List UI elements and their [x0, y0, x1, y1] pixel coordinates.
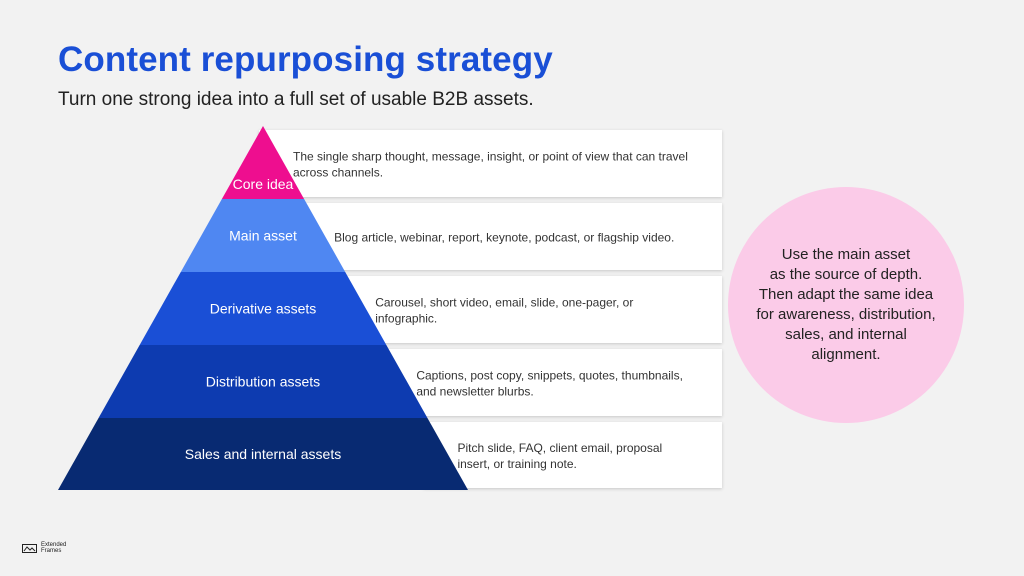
tier-description: and newsletter blurbs. — [416, 385, 533, 399]
description-box — [423, 422, 722, 488]
description-box — [382, 349, 722, 416]
pyramid-tier — [58, 418, 468, 490]
tier-description: Pitch slide, FAQ, client email, proposal — [457, 441, 662, 455]
tier-description: insert, or training note. — [457, 457, 576, 471]
pyramid-tier — [221, 126, 305, 199]
pyramid-tier — [180, 199, 346, 272]
slide-title: Content repurposing strategy — [58, 40, 553, 79]
logo: Extended Frames — [22, 542, 66, 554]
tier-description: Captions, post copy, snippets, quotes, t… — [416, 369, 683, 383]
frame-icon — [22, 543, 37, 553]
tier-description: across channels. — [293, 166, 383, 180]
description-box — [259, 130, 722, 197]
logo-text: Extended Frames — [41, 542, 67, 554]
tier-description: The single sharp thought, message, insig… — [293, 150, 688, 164]
callout-text: Use the main asset as the source of dept… — [756, 246, 936, 363]
tier-label: Distribution assets — [206, 374, 320, 390]
description-box — [341, 276, 722, 343]
pyramid-tier — [139, 272, 387, 345]
pyramid-tier — [98, 345, 428, 418]
tier-label: Core idea — [233, 176, 294, 192]
tier-label: Derivative assets — [210, 301, 317, 317]
slide-subtitle: Turn one strong idea into a full set of … — [58, 89, 534, 110]
callout-circle: Use the main asset as the source of dept… — [728, 187, 964, 423]
tier-description: Blog article, webinar, report, keynote, … — [334, 231, 674, 245]
tier-description: Carousel, short video, email, slide, one… — [375, 296, 633, 310]
tier-label: Main asset — [229, 228, 297, 244]
tier-description: infographic. — [375, 312, 437, 326]
description-box — [300, 203, 722, 270]
tier-label: Sales and internal assets — [185, 446, 341, 462]
